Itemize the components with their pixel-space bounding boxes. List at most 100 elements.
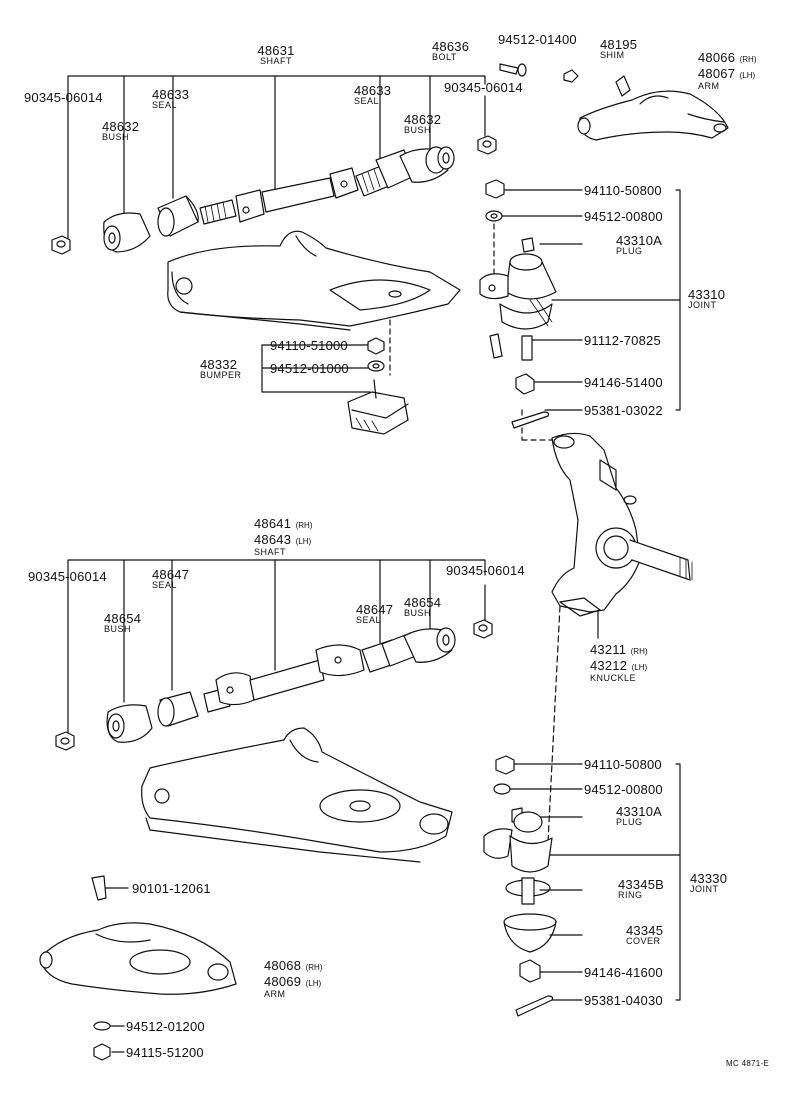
knuckle-lh: (LH) [631, 663, 648, 672]
upper-left-bush-label: 48632 BUSH [102, 120, 139, 142]
lower-shaft-number-lh: 48643 [254, 532, 292, 547]
upper-joint-bolt-label: 91112-70825 [584, 333, 661, 348]
upper-ball-joint-drawing [479, 179, 557, 361]
upper-left-nut-label: 90345-06014 [24, 90, 103, 105]
knuckle-label: 43211 (RH) 43212 (LH) KNUCKLE [590, 642, 648, 683]
lower-right-seal-number: 48647 [356, 602, 394, 617]
lower-arm-label: 48068 (RH) 48069 (LH) ARM [264, 958, 323, 999]
upper-bolt-drawing [499, 63, 527, 77]
lower-ball-joint-drawing [483, 755, 557, 1017]
upper-bolt-washer-label: 94512-01400 [498, 32, 577, 47]
ring-name: RING [618, 890, 643, 900]
lower-right-nut-label: 90345-06014 [446, 563, 525, 578]
upper-left-nut-drawing [51, 235, 71, 255]
bumper-drawing [347, 379, 409, 435]
lower-left-bush-number: 48654 [104, 611, 142, 626]
upper-arm-number-lh: 48067 [698, 66, 736, 81]
lower-right-bush-name: BUSH [404, 608, 432, 618]
lower-left-seal-number: 48647 [152, 567, 190, 582]
lower-left-bush-name: BUSH [104, 624, 132, 634]
upper-arm-label: 48066 (RH) 48067 (LH) ARM [698, 50, 757, 91]
lower-joint-label: 43330 JOINT [690, 872, 727, 894]
lower-right-bush-drawing [403, 627, 456, 663]
lower-cover-drawing [503, 913, 557, 953]
lower-castle-nut-label: 94146-41600 [584, 965, 663, 980]
upper-arm-rh: (RH) [739, 55, 757, 64]
lower-left-seal-label: 48647 SEAL [152, 568, 189, 590]
bumper-label: 48332 BUMPER [200, 358, 242, 380]
lower-cotter-pin-drawing [515, 995, 554, 1017]
lower-right-seal-label: 48647 SEAL [356, 603, 393, 625]
lower-control-arm-drawing [141, 727, 453, 863]
upper-arm-drawing [577, 90, 729, 141]
upper-right-seal-number: 48633 [354, 83, 392, 98]
shim-number: 48195 [600, 37, 638, 52]
lower-nut-label: 94115-51200 [126, 1045, 204, 1060]
upper-arm-name: ARM [698, 81, 720, 91]
upper-shaft-name: SHAFT [259, 56, 292, 66]
shim-label: 48195 SHIM [600, 38, 637, 60]
upper-plug-number: 43310A [616, 233, 663, 248]
lower-shaft-lh: (LH) [295, 537, 312, 546]
lower-left-nut-label: 90345-06014 [28, 569, 107, 584]
upper-joint-label: 43310 JOINT [688, 288, 725, 310]
lower-arm-name: ARM [264, 989, 286, 999]
upper-plug-label: 43310A PLUG [616, 234, 662, 256]
lower-right-nut-drawing [473, 619, 493, 639]
lower-shaft-name: SHAFT [254, 547, 287, 557]
lower-left-seal-drawing [157, 691, 199, 727]
upper-arm-lh: (LH) [739, 71, 756, 80]
lower-washer-label: 94512-01200 [126, 1019, 205, 1034]
lower-left-bush-drawing [106, 704, 153, 743]
upper-left-bush-number: 48632 [102, 119, 140, 134]
upper-joint-number: 43310 [688, 287, 726, 302]
upper-leader-lines [67, 75, 486, 241]
knuckle-number-rh: 43211 [590, 642, 627, 657]
upper-left-seal-label: 48633 SEAL [152, 88, 189, 110]
lower-arm-drawing [39, 922, 237, 995]
ring-number: 43345B [618, 877, 665, 892]
upper-right-bush-name: BUSH [404, 125, 432, 135]
lower-left-nut-drawing [55, 731, 75, 751]
lower-plug-name: PLUG [616, 817, 643, 827]
lower-joint-nut-label: 94110-50800 [584, 757, 662, 772]
upper-right-seal-name: SEAL [354, 96, 380, 106]
lower-shaft-rh: (RH) [295, 521, 313, 530]
upper-joint-name: JOINT [688, 300, 717, 310]
lower-shaft-drawing [215, 644, 365, 706]
shim-name: SHIM [600, 50, 625, 60]
upper-bolt-label: 48636 BOLT [432, 40, 469, 62]
lower-left-bush-label: 48654 BUSH [104, 612, 141, 634]
lower-arm-rh: (RH) [305, 963, 323, 972]
lower-leader-lines [67, 559, 486, 736]
lower-arm-number-rh: 48068 [264, 958, 302, 973]
upper-left-bush-name: BUSH [102, 132, 130, 142]
footer-code: MC 4871-E [726, 1059, 770, 1068]
upper-shaft-number: 48631 [257, 43, 295, 58]
lower-shaft-label: 48641 (RH) 48643 (LH) SHAFT [254, 516, 313, 557]
upper-right-bush-label: 48632 BUSH [404, 113, 441, 135]
upper-shaft-label: 48631 SHAFT [254, 44, 298, 66]
cover-number: 43345 [626, 923, 664, 938]
lower-plug-number: 43310A [616, 804, 663, 819]
knuckle-rh: (RH) [630, 647, 648, 656]
bumper-nut-label: 94110-51000 [270, 338, 348, 353]
cover-name: COVER [626, 936, 661, 946]
upper-left-bush-drawing [103, 212, 151, 253]
upper-left-seal-name: SEAL [152, 100, 178, 110]
lower-bolt-label: 90101-12061 [132, 881, 211, 896]
lower-cotter-pin-label: 95381-04030 [584, 993, 663, 1008]
lower-joint-name: JOINT [690, 884, 719, 894]
bumper-washer-label: 94512-01000 [270, 361, 349, 376]
lower-left-seal-name: SEAL [152, 580, 178, 590]
upper-joint-nut-label: 94110-50800 [584, 183, 662, 198]
bumper-name: BUMPER [200, 370, 242, 380]
bumper-number: 48332 [200, 357, 238, 372]
lower-shaft-number-rh: 48641 [254, 516, 292, 531]
lower-right-seal-name: SEAL [356, 615, 382, 625]
upper-joint-washer-label: 94512-00800 [584, 209, 663, 224]
upper-bolt-name: BOLT [432, 52, 457, 62]
lower-right-bush-number: 48654 [404, 595, 442, 610]
lower-plug-label: 43310A PLUG [616, 805, 662, 827]
ring-label: 43345B RING [618, 878, 664, 900]
